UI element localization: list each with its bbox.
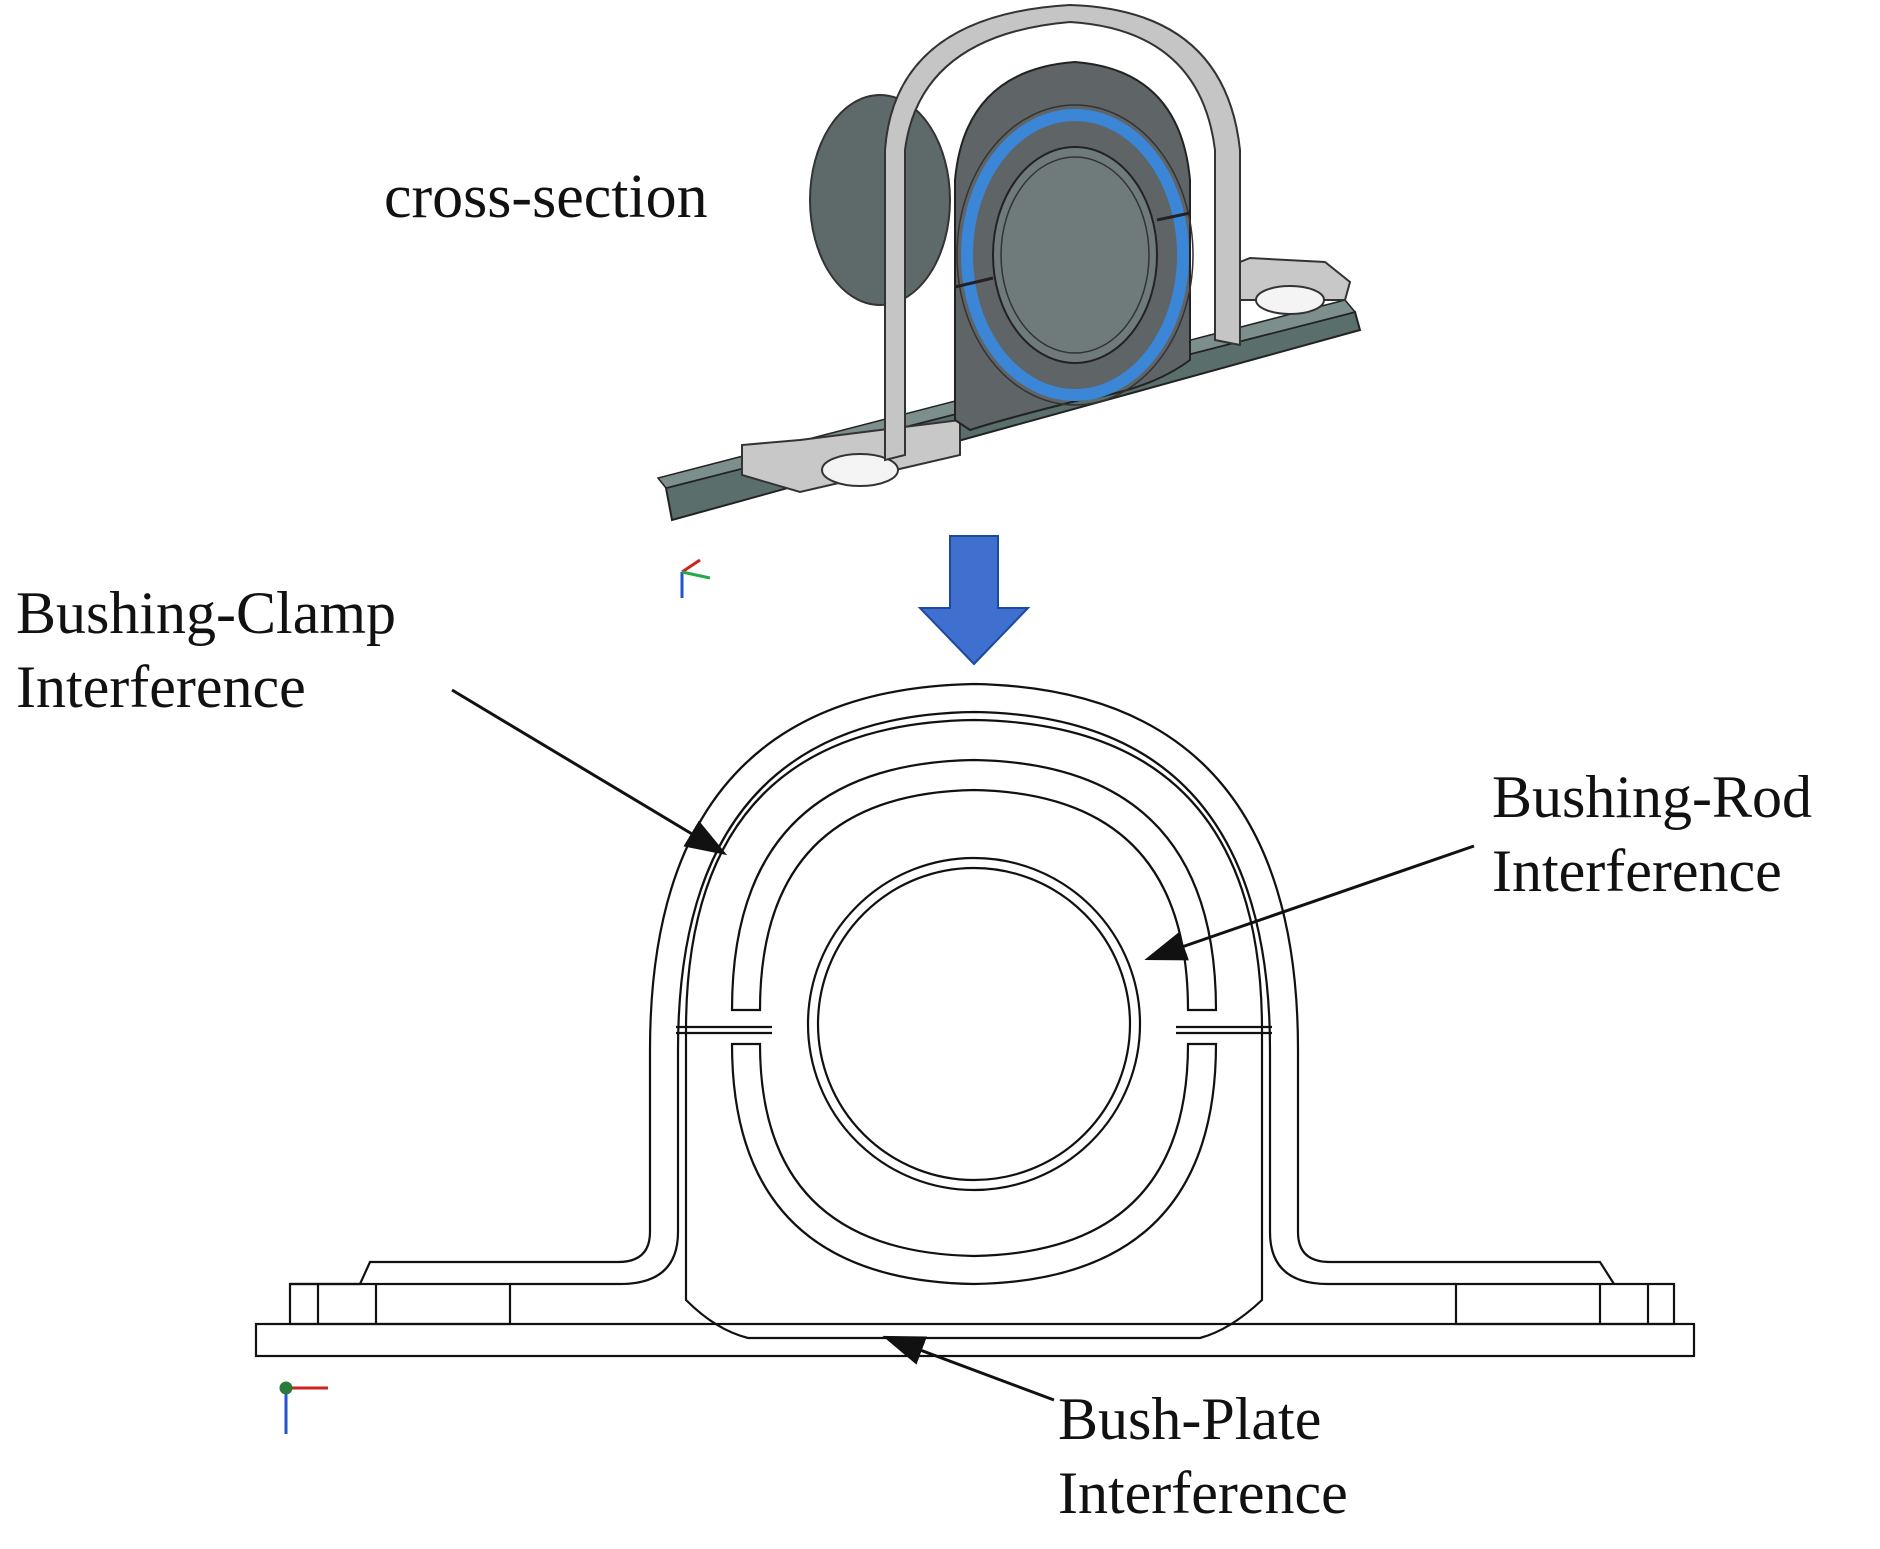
leader-bushing-rod <box>1144 844 1475 961</box>
front-base-plate <box>254 1322 1696 1358</box>
bush-plate-label-line1: Bush-Plate <box>1058 1386 1322 1452</box>
iso-rear-shaft <box>809 94 951 306</box>
bushing-clamp-label-line2: Interference <box>16 654 306 720</box>
front-clamp-outer <box>290 682 1615 1286</box>
front-foot-left <box>288 1282 512 1326</box>
cross-section-label: cross-section <box>384 163 708 231</box>
bush-plate-label-line2: Interference <box>1058 1460 1348 1526</box>
front-foot-right <box>1454 1282 1676 1326</box>
bushing-rod-label-line1: Bushing-Rod <box>1492 764 1813 830</box>
leader-bushing-clamp <box>451 688 728 856</box>
iso-bolt-hole-left <box>821 453 899 487</box>
iso-shaft-face <box>992 146 1158 364</box>
bushing-clamp-label-line1: Bushing-Clamp <box>16 580 397 646</box>
front-bushing-lower <box>730 1042 1218 1286</box>
front-housing <box>684 718 1264 1340</box>
bushing-rod-label-line2: Interference <box>1492 838 1782 904</box>
bush-plate-label: Bush-Plate Interference <box>1058 1382 1348 1530</box>
iso-bushing-ring-outer <box>956 104 1194 406</box>
bushing-clamp-label: Bushing-Clamp Interference <box>16 576 396 724</box>
leader-bush-plate <box>882 1335 1055 1402</box>
iso-split-line-right <box>1156 211 1191 222</box>
iso-bushing-ring <box>961 109 1189 401</box>
front-section-drawing <box>254 682 1696 1434</box>
bushing-rod-label: Bushing-Rod Interference <box>1492 760 1812 908</box>
isometric-cross-section-view <box>656 3 1362 598</box>
front-rod-inner <box>816 866 1132 1182</box>
front-clamp-inner <box>510 710 1456 1286</box>
axis-triad-icon-bottom <box>279 1381 328 1434</box>
down-arrow-icon <box>917 535 1031 666</box>
iso-shaft-inner <box>1000 156 1150 354</box>
iso-bolt-hole-right <box>1255 285 1325 315</box>
iso-clamp-arch <box>884 3 1241 462</box>
iso-split-line-left <box>954 276 994 289</box>
front-bushing-upper <box>730 758 1218 1012</box>
axis-triad-icon <box>680 558 711 598</box>
front-rod-outer <box>806 856 1142 1192</box>
